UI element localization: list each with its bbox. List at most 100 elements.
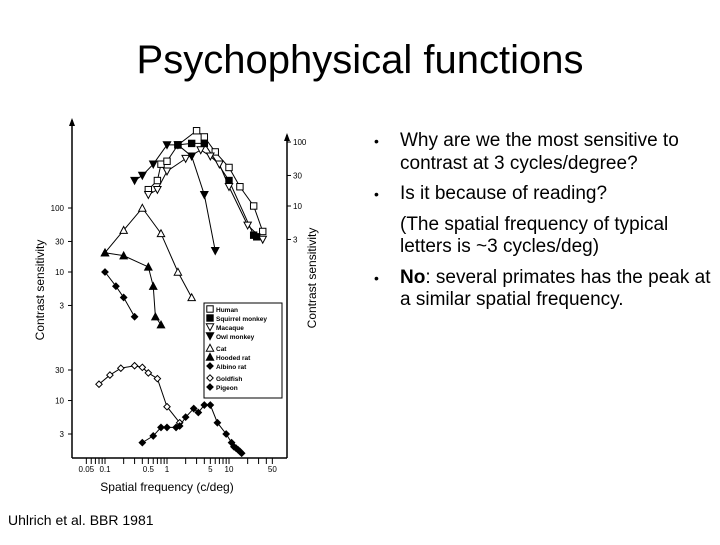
open-down-triangle-marker-icon bbox=[196, 146, 206, 155]
left-y-axis-label: Contrast sensitivity bbox=[33, 240, 47, 341]
open-square-marker-icon bbox=[225, 163, 233, 172]
tick-label: 10 bbox=[55, 397, 64, 406]
legend-label: Pigeon bbox=[216, 385, 238, 392]
open-square-marker-icon bbox=[236, 183, 244, 191]
filled-down-triangle-marker-icon bbox=[162, 141, 172, 150]
tick-label: 30 bbox=[293, 171, 302, 180]
tick-label: 30 bbox=[55, 366, 64, 375]
bullet-bold-text: No bbox=[400, 266, 426, 288]
legend-label: Goldfish bbox=[216, 376, 242, 383]
filled-diamond-marker-icon bbox=[222, 430, 231, 438]
x-tick-label: 5 bbox=[208, 465, 213, 474]
bullet-subtext: (The spatial frequency of typical letter… bbox=[400, 213, 669, 258]
x-tick-label: 0.1 bbox=[99, 465, 111, 474]
filled-diamond-marker-icon bbox=[101, 268, 109, 276]
bullet-text: Why are we the most sensitive to contras… bbox=[400, 130, 679, 174]
series-line-albino-rat bbox=[104, 271, 136, 317]
filled-diamond-marker-icon bbox=[119, 293, 128, 302]
legend-label: Cat bbox=[216, 346, 227, 353]
open-triangle-marker-icon bbox=[156, 228, 166, 238]
tick-label: 100 bbox=[51, 204, 65, 213]
bullet-text: Is it because of reading? bbox=[400, 183, 608, 204]
filled-triangle-marker-icon bbox=[143, 262, 153, 271]
right-y-axis-label: Contrast sensitivity bbox=[305, 228, 319, 329]
open-down-triangle-marker-icon bbox=[162, 167, 172, 176]
bullet-item: • Why are we the most sensitive to contra… bbox=[372, 130, 712, 175]
open-square-marker-icon bbox=[259, 227, 267, 236]
filled-down-triangle-marker-icon bbox=[173, 141, 183, 150]
x-tick-label: 1 bbox=[165, 465, 170, 474]
bullet-dot-icon: • bbox=[374, 133, 379, 149]
filled-down-triangle-marker-icon bbox=[187, 152, 197, 161]
open-diamond-marker-icon bbox=[144, 369, 153, 377]
bullet-dot-icon: • bbox=[374, 186, 379, 202]
slide-title: Psychophysical functions bbox=[136, 38, 584, 82]
filled-down-triangle-marker-icon bbox=[148, 160, 158, 169]
tick-label: 30 bbox=[55, 237, 64, 246]
filled-diamond-marker-icon bbox=[112, 282, 120, 291]
open-triangle-marker-icon bbox=[119, 225, 129, 234]
open-down-triangle-marker-icon bbox=[258, 235, 268, 245]
open-down-triangle-marker-icon bbox=[205, 152, 215, 161]
open-diamond-marker-icon bbox=[138, 363, 147, 372]
filled-diamond-marker-icon bbox=[194, 408, 203, 417]
open-down-triangle-marker-icon bbox=[152, 185, 162, 195]
filled-diamond-marker-icon bbox=[149, 432, 158, 440]
series-line-owl-monkey bbox=[134, 144, 216, 251]
x-axis-label: Spatial frequency (c/deg) bbox=[100, 480, 233, 494]
open-diamond-marker-icon bbox=[95, 380, 103, 389]
filled-down-triangle-marker-icon bbox=[130, 176, 140, 186]
filled-triangle-marker-icon bbox=[150, 311, 160, 321]
filled-diamond-marker-icon bbox=[213, 418, 222, 427]
series-line-cat bbox=[104, 207, 193, 298]
filled-down-triangle-marker-icon bbox=[199, 191, 209, 200]
open-down-triangle-marker-icon bbox=[224, 183, 234, 192]
filled-triangle-marker-icon bbox=[205, 352, 215, 361]
filled-square-marker-icon bbox=[200, 139, 209, 148]
open-down-triangle-marker-icon bbox=[214, 160, 224, 169]
filled-diamond-marker-icon bbox=[237, 449, 246, 458]
filled-diamond-marker-icon bbox=[189, 404, 198, 413]
bullet-item: • Is it because of reading? bbox=[372, 183, 712, 206]
filled-triangle-marker-icon bbox=[119, 250, 129, 260]
filled-down-triangle-marker-icon bbox=[205, 332, 215, 341]
tick-label: 10 bbox=[55, 268, 64, 277]
legend-label: Hooded rat bbox=[216, 355, 251, 362]
filled-diamond-marker-icon bbox=[206, 401, 215, 409]
filled-diamond-marker-icon bbox=[200, 401, 209, 409]
filled-diamond-marker-icon bbox=[157, 423, 165, 432]
series-line-macaque bbox=[148, 149, 264, 240]
x-tick-label: 50 bbox=[268, 465, 277, 474]
open-down-triangle-marker-icon bbox=[143, 191, 153, 200]
filled-down-triangle-marker-icon bbox=[210, 247, 220, 256]
filled-triangle-marker-icon bbox=[148, 281, 158, 290]
tick-label: 3 bbox=[60, 430, 65, 439]
open-diamond-marker-icon bbox=[130, 361, 139, 370]
series-line-pigeon bbox=[142, 404, 243, 454]
open-square-marker-icon bbox=[200, 133, 209, 141]
x-tick-label: 0.5 bbox=[143, 465, 155, 474]
open-diamond-marker-icon bbox=[206, 374, 214, 382]
filled-diamond-marker-icon bbox=[206, 362, 214, 370]
open-diamond-marker-icon bbox=[163, 402, 171, 411]
legend-label: Albino rat bbox=[216, 364, 247, 371]
legend-label: Owl monkey bbox=[216, 334, 255, 341]
open-diamond-marker-icon bbox=[153, 374, 162, 383]
right-axis-arrow-icon bbox=[284, 133, 290, 141]
chart-legend bbox=[203, 302, 283, 399]
open-diamond-marker-icon bbox=[106, 371, 114, 379]
x-tick-label: 10 bbox=[225, 465, 234, 474]
filled-diamond-marker-icon bbox=[130, 312, 139, 321]
filled-diamond-marker-icon bbox=[163, 423, 171, 432]
open-down-triangle-marker-icon bbox=[181, 154, 191, 164]
tick-label: 10 bbox=[293, 202, 302, 211]
legend-label: Human bbox=[216, 307, 238, 314]
legend-label: Macaque bbox=[216, 325, 244, 332]
open-square-marker-icon bbox=[211, 148, 219, 156]
bullet-list: • Why are we the most sensitive to contra… bbox=[372, 130, 712, 320]
open-triangle-marker-icon bbox=[173, 267, 183, 276]
open-triangle-marker-icon bbox=[137, 203, 147, 212]
open-triangle-marker-icon bbox=[187, 292, 197, 302]
